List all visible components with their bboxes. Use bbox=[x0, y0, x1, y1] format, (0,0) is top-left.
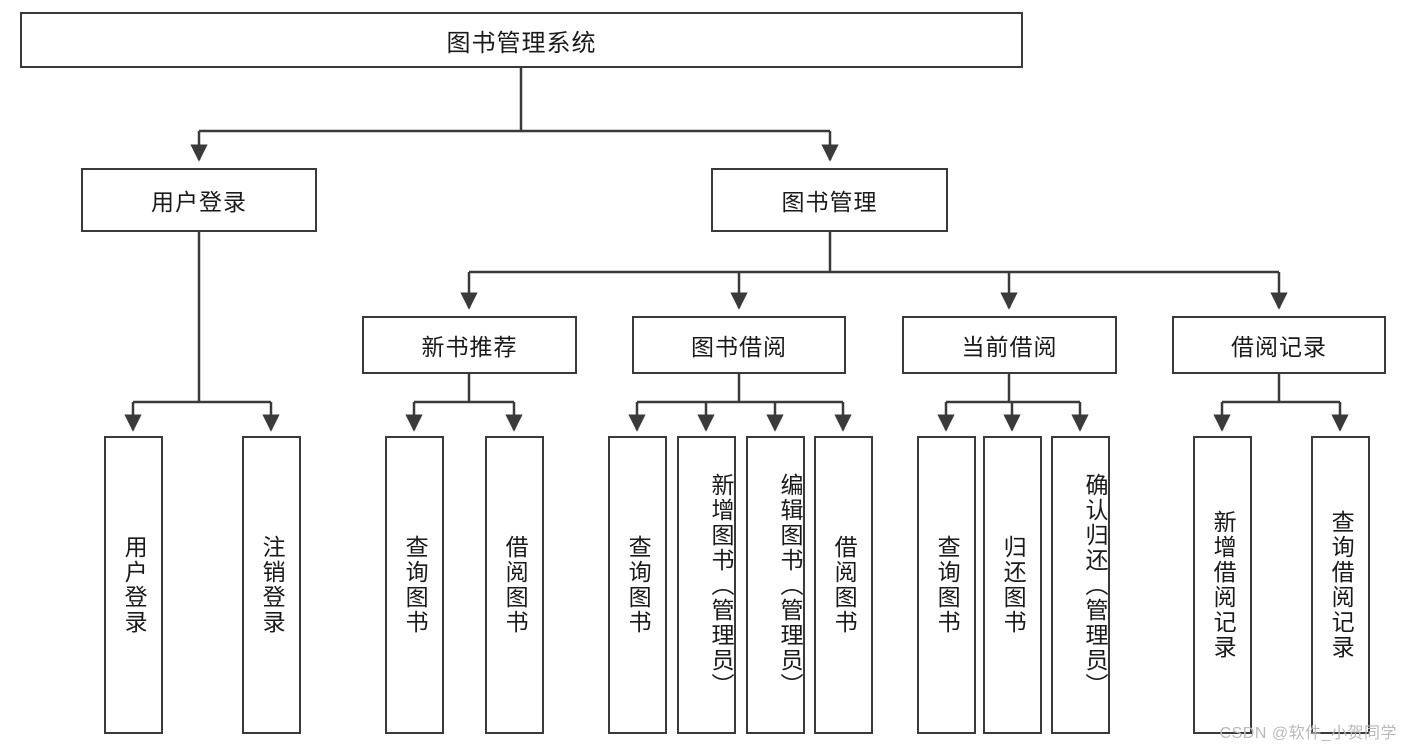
node-current-borrow[interactable]: 当前借阅 bbox=[902, 316, 1117, 374]
node-borrow-record[interactable]: 借阅记录 bbox=[1172, 316, 1386, 374]
node-book-borrow[interactable]: 图书借阅 bbox=[632, 316, 846, 374]
node-user-login[interactable]: 用户登录 bbox=[81, 168, 317, 232]
leaf-book-borrow-add[interactable]: 新增图书（管理员） bbox=[677, 436, 736, 734]
node-book-management[interactable]: 图书管理 bbox=[711, 168, 948, 232]
leaf-current-borrow-confirm-return[interactable]: 确认归还（管理员） bbox=[1051, 436, 1110, 734]
leaf-book-borrow-borrow[interactable]: 借阅图书 bbox=[814, 436, 873, 734]
leaf-current-borrow-query[interactable]: 查询图书 bbox=[917, 436, 976, 734]
leaf-user-login-logout[interactable]: 注销登录 bbox=[242, 436, 301, 734]
leaf-new-book-borrow[interactable]: 借阅图书 bbox=[485, 436, 544, 734]
leaf-book-borrow-query[interactable]: 查询图书 bbox=[608, 436, 667, 734]
node-new-book-recommend[interactable]: 新书推荐 bbox=[362, 316, 577, 374]
leaf-book-borrow-edit[interactable]: 编辑图书（管理员） bbox=[746, 436, 805, 734]
leaf-borrow-record-add[interactable]: 新增借阅记录 bbox=[1193, 436, 1252, 734]
watermark: CSDN @软件_小贺同学 bbox=[1219, 725, 1397, 742]
node-root[interactable]: 图书管理系统 bbox=[20, 12, 1023, 68]
leaf-current-borrow-return[interactable]: 归还图书 bbox=[983, 436, 1042, 734]
leaf-borrow-record-query[interactable]: 查询借阅记录 bbox=[1311, 436, 1370, 734]
leaf-user-login-login[interactable]: 用户登录 bbox=[104, 436, 163, 734]
leaf-new-book-query[interactable]: 查询图书 bbox=[385, 436, 444, 734]
